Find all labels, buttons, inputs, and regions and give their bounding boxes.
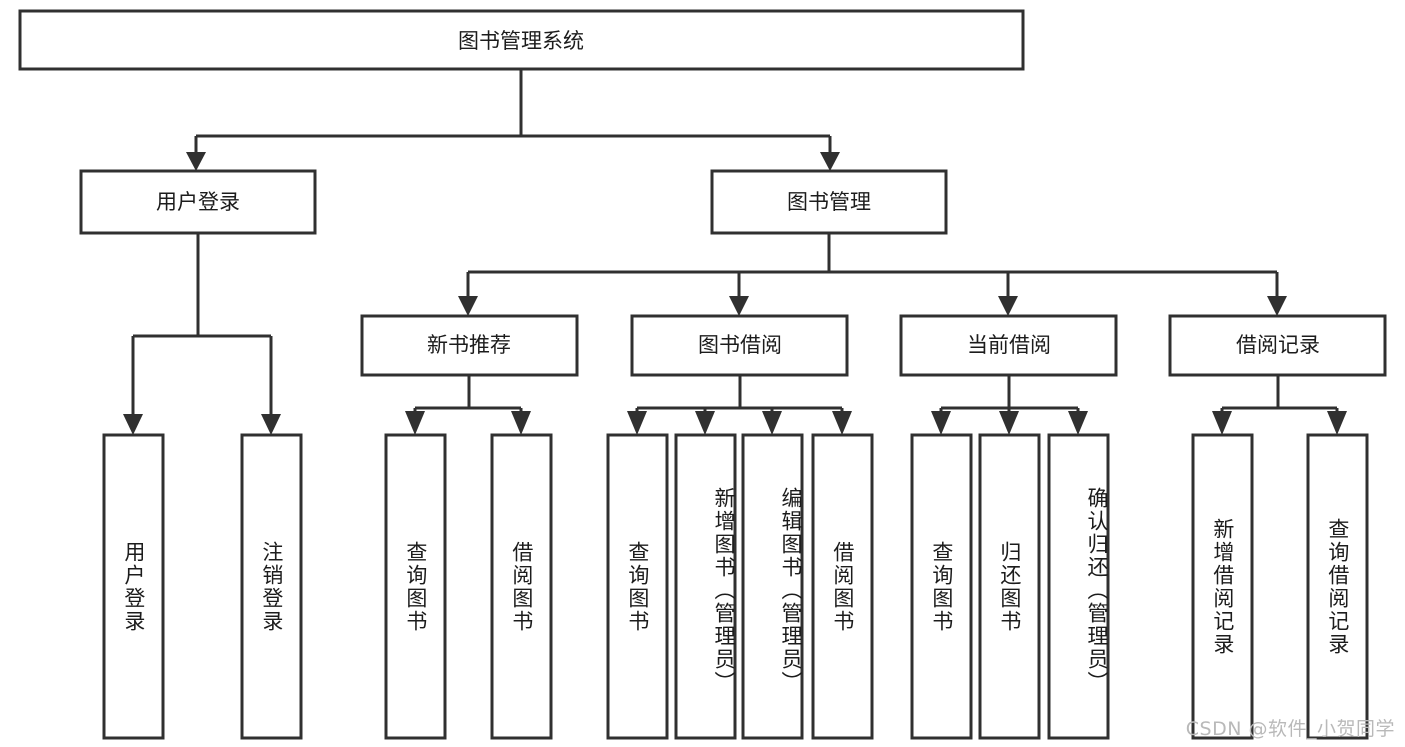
node-leaf-query-book-2[interactable]	[606, 433, 669, 740]
arrowhead-leaf-query-book-1	[405, 411, 425, 435]
node-borrow-record-label: 借阅记录	[1236, 333, 1320, 357]
arrowhead-book-borrow	[729, 296, 749, 316]
node-new-book-recommend-label: 新书推荐	[427, 333, 511, 357]
node-new-book-recommend[interactable]	[360, 314, 579, 377]
arrowhead-leaf-query-book-2	[627, 411, 647, 435]
node-leaf-return-book[interactable]	[978, 433, 1041, 740]
node-book-borrow[interactable]	[630, 314, 849, 377]
arrowhead-leaf-borrow-book-2	[832, 411, 852, 435]
node-user-login-label: 用户登录	[156, 190, 240, 214]
node-book-management[interactable]	[710, 169, 948, 235]
arrowhead-new-book-recommend	[458, 296, 478, 316]
node-leaf-add-book[interactable]	[674, 433, 737, 740]
node-leaf-edit-book[interactable]	[741, 433, 804, 740]
node-current-borrow-label: 当前借阅	[967, 333, 1051, 357]
arrowhead-leaf-add-book	[695, 411, 715, 435]
arrowhead-leaf-user-login	[123, 414, 143, 435]
arrowhead-leaf-user-logout	[261, 414, 281, 435]
node-book-borrow-label: 图书借阅	[698, 333, 782, 357]
node-root[interactable]	[18, 9, 1025, 71]
node-leaf-confirm-return[interactable]	[1047, 433, 1110, 740]
node-leaf-add-record[interactable]	[1191, 433, 1254, 740]
arrowhead-leaf-edit-book	[762, 411, 782, 435]
node-user-login[interactable]	[79, 169, 317, 235]
node-leaf-user-login[interactable]	[102, 433, 165, 740]
arrowhead-user-login	[186, 152, 206, 171]
node-layer: 图书管理系统 用户登录 图书管理 新书推荐 图书借阅 当前借阅 借阅记录	[18, 9, 1387, 740]
csdn-watermark: CSDN @软件_小贺同学	[1185, 718, 1395, 740]
arrowhead-leaf-confirm-return	[1068, 411, 1088, 435]
arrowhead-leaf-query-book-3	[931, 411, 951, 435]
arrowhead-leaf-add-record	[1212, 411, 1232, 435]
node-leaf-borrow-book-1[interactable]	[490, 433, 553, 740]
node-current-borrow[interactable]	[899, 314, 1118, 377]
node-root-label: 图书管理系统	[458, 29, 584, 53]
arrowhead-current-borrow	[998, 296, 1018, 316]
arrowhead-leaf-query-record	[1327, 411, 1347, 435]
arrowhead-leaf-borrow-book-1	[511, 411, 531, 435]
node-borrow-record[interactable]	[1168, 314, 1387, 377]
arrowhead-leaf-return-book	[999, 411, 1019, 435]
node-leaf-query-record[interactable]	[1306, 433, 1369, 740]
arrowhead-borrow-record	[1267, 296, 1287, 316]
connector-layer	[123, 69, 1347, 435]
node-book-management-label: 图书管理	[787, 190, 871, 214]
node-leaf-borrow-book-2[interactable]	[811, 433, 874, 740]
node-leaf-query-book-1[interactable]	[384, 433, 447, 740]
arrowhead-book-management	[820, 152, 840, 171]
node-leaf-user-logout[interactable]	[240, 433, 303, 740]
node-leaf-query-book-3[interactable]	[910, 433, 973, 740]
